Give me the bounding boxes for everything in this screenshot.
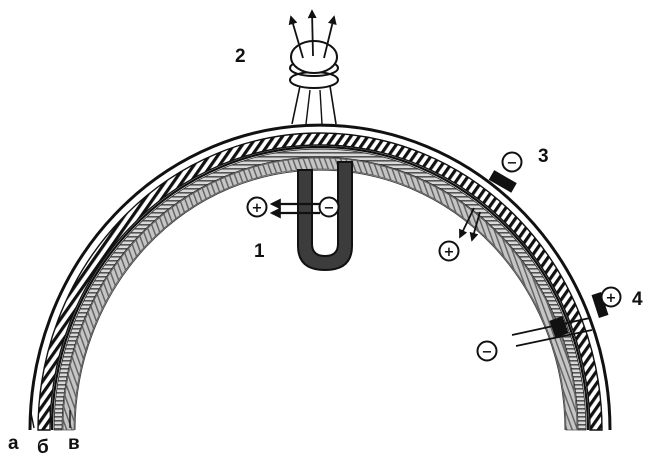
- layer-a-band: [38, 133, 602, 430]
- svg-text:+: +: [606, 291, 617, 306]
- site-2-pore: 2: [235, 11, 338, 124]
- label-site-4: 4: [632, 289, 643, 310]
- svg-text:−: −: [324, 201, 335, 216]
- svg-text:−: −: [482, 345, 493, 360]
- negative-charge-icon: −: [503, 153, 522, 172]
- layer-v-band: [63, 158, 577, 430]
- label-site-1: 1: [254, 241, 265, 262]
- pore-stem-right: [330, 86, 336, 124]
- pore-ring-1: [291, 41, 337, 73]
- layered-arc: [30, 125, 610, 430]
- surface-patch-3: [489, 170, 517, 193]
- pore-stem-mid1: [306, 90, 310, 124]
- svg-text:+: +: [444, 245, 455, 260]
- pore-stem-left: [292, 86, 300, 124]
- vapor-arrow-center: [312, 11, 313, 56]
- positive-charge-icon: +: [602, 288, 621, 307]
- label-layer-b: б: [37, 437, 49, 457]
- svg-text:−: −: [507, 156, 518, 171]
- svg-text:+: +: [252, 201, 263, 216]
- label-site-2: 2: [235, 46, 246, 67]
- positive-charge-icon: +: [440, 242, 459, 261]
- label-layer-v: в: [68, 433, 80, 454]
- pore-stem-mid2: [320, 90, 322, 124]
- site-1-follicle: + − 1: [248, 162, 353, 270]
- negative-charge-icon: −: [320, 198, 339, 217]
- layer-b-band: [54, 149, 586, 430]
- negative-charge-icon: −: [478, 342, 497, 361]
- label-layer-a: а: [8, 433, 19, 454]
- positive-charge-icon: +: [248, 198, 267, 217]
- label-site-3: 3: [538, 146, 549, 167]
